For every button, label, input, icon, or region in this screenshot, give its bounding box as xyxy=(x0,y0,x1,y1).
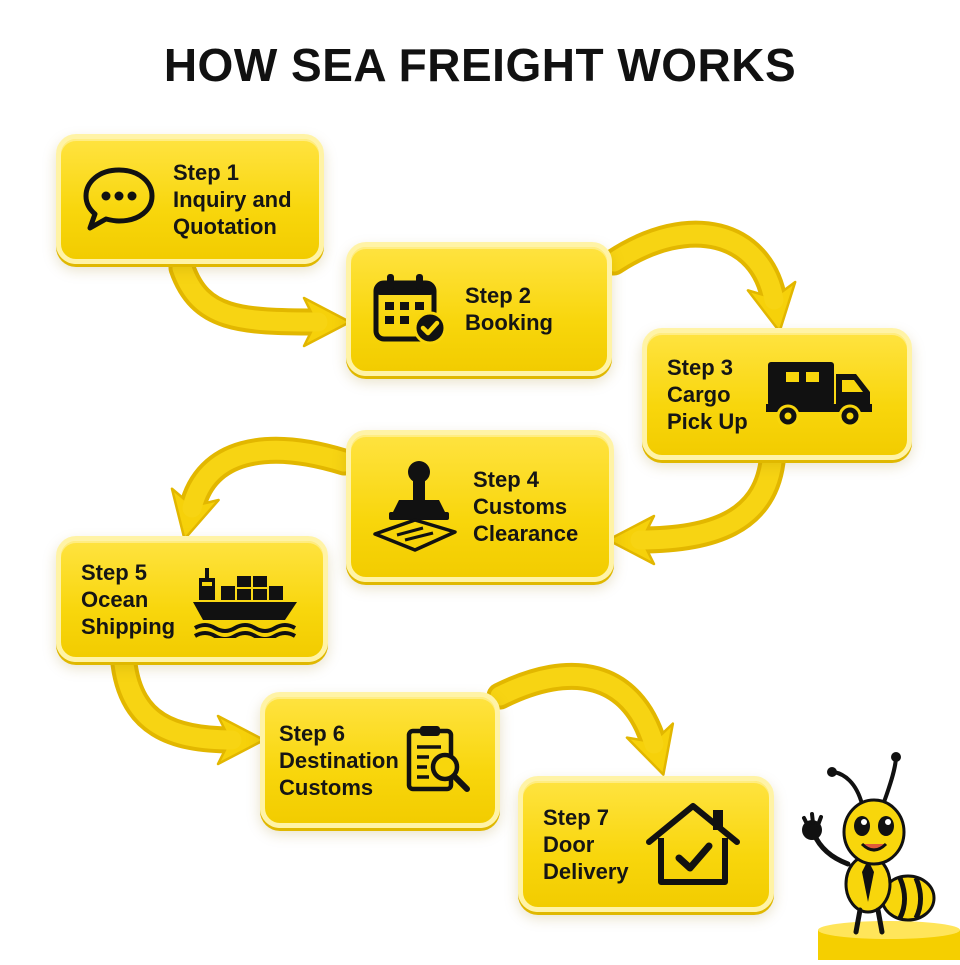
step-4-card: Step 4 Customs Clearance xyxy=(346,430,614,582)
step-4-title-line-2: Clearance xyxy=(473,520,579,546)
step-5-title-line-1: Ocean xyxy=(81,586,149,612)
step-2-card: Step 2 Booking xyxy=(346,242,612,376)
step-5-label: Step 5 xyxy=(81,559,148,585)
page-title: HOW SEA FREIGHT WORKS xyxy=(163,39,797,91)
step-7-title-line-1: Door xyxy=(543,831,595,857)
step-2-title-line-1: Booking xyxy=(465,310,553,335)
step-4-label: Step 4 xyxy=(473,466,540,492)
step-5-title-line-2: Shipping xyxy=(81,613,176,639)
step-6-card: Step 6 Destination Customs xyxy=(260,692,500,828)
step-3-title-line-1: Cargo xyxy=(667,381,731,407)
arrow-step3-to-step4 xyxy=(606,448,786,566)
arrow-step5-to-step6 xyxy=(110,650,266,766)
delivery-truck-icon xyxy=(764,356,876,432)
cargo-ship-icon xyxy=(191,560,301,638)
arrow-step4-to-step5 xyxy=(170,436,358,541)
step-3-title-line-2: Pick Up xyxy=(667,408,748,434)
step-7-label: Step 7 xyxy=(543,804,610,830)
waving-bee-mascot-icon xyxy=(796,752,960,960)
step-2-label: Step 2 xyxy=(465,283,532,308)
arrow-step2-to-step3 xyxy=(600,220,797,333)
step-1-title-line-2: Quotation xyxy=(173,213,277,239)
step-7-card: Step 7 Door Delivery xyxy=(518,776,774,912)
step-1-title-line-1: Inquiry and xyxy=(173,186,292,212)
step-5-card: Step 5 Ocean Shipping xyxy=(56,536,328,662)
step-6-label: Step 6 xyxy=(279,720,346,746)
clipboard-search-icon xyxy=(405,723,473,797)
step-1-card: Step 1 Inquiry and Quotation xyxy=(56,134,324,264)
step-4-title-line-1: Customs xyxy=(473,493,568,519)
house-check-icon xyxy=(645,802,741,886)
step-3-card: Step 3 Cargo Pick Up xyxy=(642,328,912,460)
arrow-step6-to-step7 xyxy=(486,662,675,776)
chat-bubble-icon xyxy=(81,164,157,234)
arrow-step1-to-step2 xyxy=(168,254,352,348)
step-6-title-line-2: Customs xyxy=(279,774,374,800)
step-6-title-line-1: Destination xyxy=(279,747,399,773)
rubber-stamp-icon xyxy=(371,458,457,554)
step-3-label: Step 3 xyxy=(667,354,734,380)
step-1-label: Step 1 xyxy=(173,159,240,185)
calendar-check-icon xyxy=(371,271,449,347)
step-7-title-line-2: Delivery xyxy=(543,858,629,884)
